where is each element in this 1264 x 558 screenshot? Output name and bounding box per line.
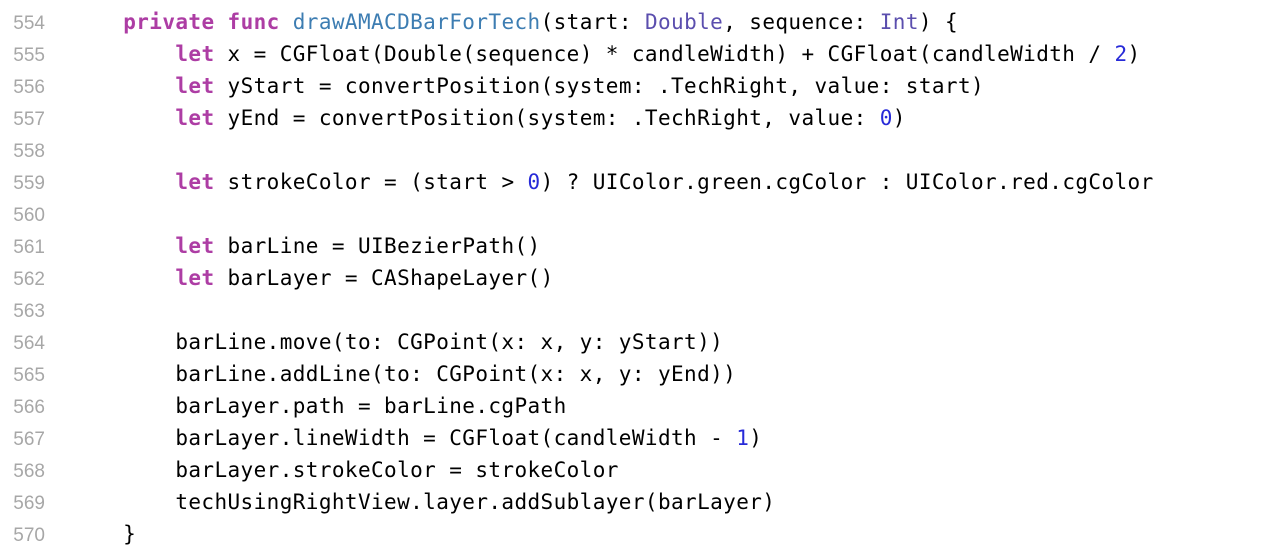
code-token-pl <box>71 106 175 130</box>
line-number[interactable]: 562 <box>13 269 45 290</box>
code-line: 569 techUsingRightView.layer.addSublayer… <box>0 486 1264 518</box>
code-line-text[interactable]: barLayer.path = barLine.cgPath <box>45 390 1264 422</box>
code-token-pl: barLayer.path = barLine.cgPath <box>71 394 567 418</box>
code-line: 560 <box>0 198 1264 230</box>
code-token-tp: Double <box>644 10 724 34</box>
code-line: 568 barLayer.strokeColor = strokeColor <box>0 454 1264 486</box>
line-number[interactable]: 555 <box>13 45 45 66</box>
code-token-num: 0 <box>879 106 893 130</box>
code-line-text[interactable]: barLine.move(to: CGPoint(x: x, y: yStart… <box>45 326 1264 358</box>
code-line-text[interactable]: } <box>45 518 1264 550</box>
code-token-pl: } <box>71 522 137 546</box>
line-number[interactable]: 557 <box>13 109 45 130</box>
code-line-text[interactable]: let x = CGFloat(Double(sequence) * candl… <box>45 38 1264 70</box>
code-token-pl: barLine.addLine(to: CGPoint(x: x, y: yEn… <box>71 362 737 386</box>
code-token-pl <box>71 74 175 98</box>
code-line: 566 barLayer.path = barLine.cgPath <box>0 390 1264 422</box>
code-line-text[interactable]: let yStart = convertPosition(system: .Te… <box>45 70 1264 102</box>
code-line: 558 <box>0 134 1264 166</box>
code-token-pl: yStart = convertPosition(system: .TechRi… <box>214 74 985 98</box>
code-token-pl: yEnd = convertPosition(system: .TechRigh… <box>214 106 880 130</box>
line-number[interactable]: 567 <box>13 429 45 450</box>
code-token-pl: barLine.move(to: CGPoint(x: x, y: yStart… <box>71 330 724 354</box>
code-line-text[interactable]: let barLine = UIBezierPath() <box>45 230 1264 262</box>
code-token-pl: techUsingRightView.layer.addSublayer(bar… <box>71 490 776 514</box>
code-line-text[interactable] <box>45 198 1264 230</box>
line-number[interactable]: 560 <box>13 205 45 226</box>
line-number[interactable]: 558 <box>13 141 45 162</box>
code-token-pl: (start: <box>540 10 645 34</box>
code-line: 557 let yEnd = convertPosition(system: .… <box>0 102 1264 134</box>
line-number[interactable]: 556 <box>13 77 45 98</box>
code-line: 555 let x = CGFloat(Double(sequence) * c… <box>0 38 1264 70</box>
code-token-pl: barLine = UIBezierPath() <box>214 234 541 258</box>
code-token-pl: barLayer.strokeColor = strokeColor <box>71 458 619 482</box>
code-line-text[interactable]: let yEnd = convertPosition(system: .Tech… <box>45 102 1264 134</box>
line-number[interactable]: 569 <box>13 493 45 514</box>
code-line-text[interactable] <box>45 134 1264 166</box>
code-token-kw: private func <box>123 10 293 34</box>
code-token-pl: x = CGFloat(Double(sequence) * candleWid… <box>214 42 1115 66</box>
code-line-text[interactable]: techUsingRightView.layer.addSublayer(bar… <box>45 486 1264 518</box>
code-line: 567 barLayer.lineWidth = CGFloat(candleW… <box>0 422 1264 454</box>
code-token-pl <box>71 170 175 194</box>
code-token-pl <box>71 42 175 66</box>
code-line: 561 let barLine = UIBezierPath() <box>0 230 1264 262</box>
code-lines-container: 554 private func drawAMACDBarForTech(sta… <box>0 6 1264 550</box>
line-number[interactable]: 566 <box>13 397 45 418</box>
code-line: 563 <box>0 294 1264 326</box>
code-token-num: 2 <box>1114 42 1128 66</box>
code-token-pl: ) ? UIColor.green.cgColor : UIColor.red.… <box>540 170 1154 194</box>
code-line: 554 private func drawAMACDBarForTech(sta… <box>0 6 1264 38</box>
line-number[interactable]: 561 <box>13 237 45 258</box>
code-line: 556 let yStart = convertPosition(system:… <box>0 70 1264 102</box>
code-line-text[interactable]: let strokeColor = (start > 0) ? UIColor.… <box>45 166 1264 198</box>
line-number[interactable]: 568 <box>13 461 45 482</box>
code-token-pl: barLayer = CAShapeLayer() <box>214 266 554 290</box>
code-token-tp: Int <box>879 10 919 34</box>
line-number[interactable]: 565 <box>13 365 45 386</box>
code-line-text[interactable]: let barLayer = CAShapeLayer() <box>45 262 1264 294</box>
code-line: 565 barLine.addLine(to: CGPoint(x: x, y:… <box>0 358 1264 390</box>
code-token-kw: let <box>175 266 215 290</box>
code-line: 559 let strokeColor = (start > 0) ? UICo… <box>0 166 1264 198</box>
code-token-kw: let <box>175 170 215 194</box>
code-token-num: 0 <box>527 170 541 194</box>
code-token-pl: , sequence: <box>723 10 880 34</box>
code-line-text[interactable]: barLayer.lineWidth = CGFloat(candleWidth… <box>45 422 1264 454</box>
code-token-kw: let <box>175 74 215 98</box>
line-number[interactable]: 564 <box>13 333 45 354</box>
line-number[interactable]: 559 <box>13 173 45 194</box>
code-token-pl: barLayer.lineWidth = CGFloat(candleWidth… <box>71 426 737 450</box>
code-token-kw: let <box>175 106 215 130</box>
code-token-pl <box>71 10 123 34</box>
code-token-kw: let <box>175 234 215 258</box>
code-line: 570 } <box>0 518 1264 550</box>
code-line: 564 barLine.move(to: CGPoint(x: x, y: yS… <box>0 326 1264 358</box>
code-token-pl: ) <box>892 106 906 130</box>
code-line-text[interactable]: barLine.addLine(to: CGPoint(x: x, y: yEn… <box>45 358 1264 390</box>
code-token-num: 1 <box>736 426 750 450</box>
code-line-text[interactable] <box>45 294 1264 326</box>
line-number[interactable]: 570 <box>13 525 45 546</box>
line-number[interactable]: 554 <box>13 13 45 34</box>
code-token-pl <box>71 234 175 258</box>
code-token-pl <box>71 266 175 290</box>
code-token-kw: let <box>175 42 215 66</box>
code-token-fn: drawAMACDBarForTech <box>292 10 541 34</box>
code-line-text[interactable]: barLayer.strokeColor = strokeColor <box>45 454 1264 486</box>
code-line-text[interactable]: private func drawAMACDBarForTech(start: … <box>45 6 1264 38</box>
code-line: 562 let barLayer = CAShapeLayer() <box>0 262 1264 294</box>
code-token-pl: ) <box>1127 42 1141 66</box>
code-token-pl: ) <box>749 426 763 450</box>
line-number[interactable]: 563 <box>13 301 45 322</box>
code-token-pl: strokeColor = (start > <box>214 170 528 194</box>
code-token-pl: ) { <box>918 10 959 34</box>
